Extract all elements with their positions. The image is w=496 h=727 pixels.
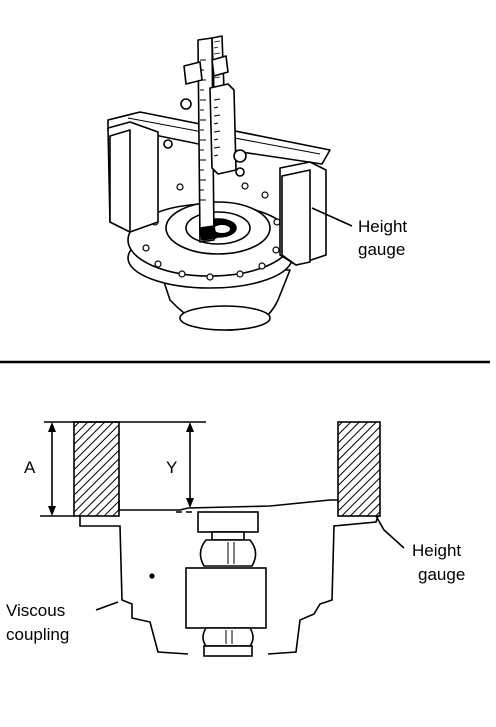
bottom-label-height: Height	[412, 541, 461, 560]
shaft-neck	[211, 531, 245, 541]
gauge-slider	[209, 83, 237, 175]
housing-base-ellipse	[179, 305, 271, 331]
left-leg-face	[109, 129, 131, 233]
shaft-bottom-neck	[203, 645, 253, 657]
inner-ring-bore-hi	[214, 225, 230, 233]
bottom-left-leader	[95, 601, 119, 611]
clamp-screw	[180, 98, 192, 110]
bottom-right-leader	[375, 515, 405, 549]
dim-a-label: A	[24, 458, 36, 477]
left-gauge-leg	[73, 421, 120, 517]
top-illustration	[107, 35, 331, 331]
gauge-clamp	[183, 61, 203, 85]
right-gauge-leg	[337, 421, 381, 517]
viscous-label-line1: Viscous	[6, 601, 65, 620]
slider-ticks	[213, 98, 221, 157]
top-label-height: Height	[358, 217, 407, 236]
housing-top-surface	[118, 499, 338, 511]
housing-dot	[149, 573, 155, 579]
dim-y-label: Y	[166, 458, 177, 477]
gauge-clamp-top	[211, 55, 229, 77]
top-leader-line	[311, 207, 353, 227]
gauge-probe	[199, 225, 217, 241]
shaft-lower-waist	[202, 627, 254, 647]
crossbar-bolt-left	[163, 139, 173, 149]
shaft-highlights	[225, 542, 235, 644]
dim-a-arrow-bottom	[48, 506, 56, 516]
top-label-gauge: gauge	[358, 240, 405, 259]
crossbar-bolt-right	[235, 167, 245, 177]
coupling-body	[185, 567, 267, 629]
right-leg-face	[281, 169, 311, 266]
dim-y-arrow-bottom	[186, 498, 194, 508]
viscous-label-line2: coupling	[6, 625, 69, 644]
dim-a-arrow-top	[48, 422, 56, 432]
bottom-label-gauge: gauge	[418, 565, 465, 584]
shaft-collar-top	[197, 511, 259, 533]
slider-screw	[233, 149, 247, 163]
housing-outline	[79, 515, 379, 655]
bottom-section-view	[40, 421, 381, 657]
dim-y-arrow-top	[186, 422, 194, 432]
beam-ticks	[200, 59, 206, 201]
